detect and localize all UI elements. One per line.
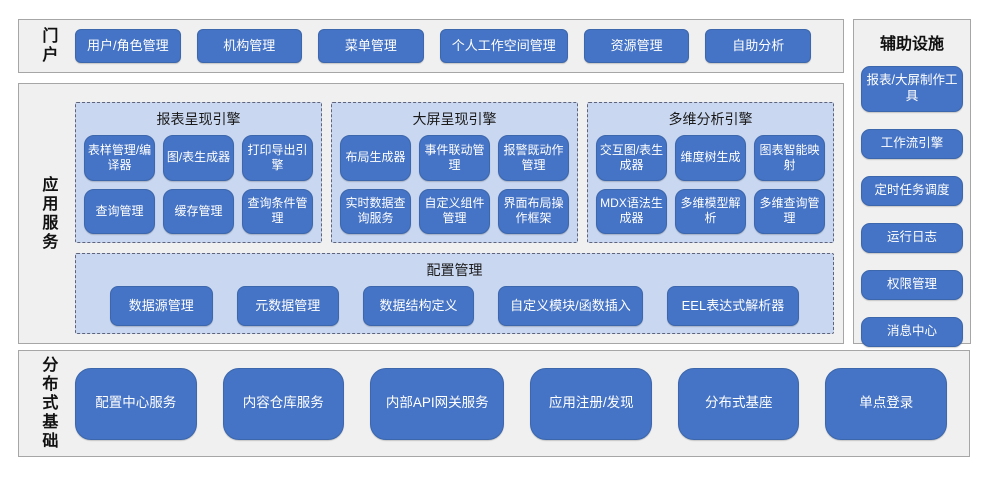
dashboard-item-layout-generator[interactable]: 布局生成器: [340, 135, 411, 181]
config-item-metadata-mgmt[interactable]: 元数据管理: [236, 286, 340, 326]
dashboard-item-event-linkage[interactable]: 事件联动管理: [419, 135, 490, 181]
config-panel: 配置管理 数据源管理 元数据管理 数据结构定义 自定义模块/函数插入 EEL表达…: [75, 253, 834, 334]
report-item-cache-mgmt[interactable]: 缓存管理: [163, 188, 234, 234]
olap-item-interactive-chart[interactable]: 交互图/表生成器: [596, 135, 667, 181]
portal-label: 门户: [39, 27, 57, 65]
foundation-item-app-registry[interactable]: 应用注册/发现: [530, 367, 652, 440]
portal-item-workspace-mgmt[interactable]: 个人工作空间管理: [439, 29, 568, 63]
config-panel-title: 配置管理: [426, 262, 483, 278]
foundation-item-config-center[interactable]: 配置中心服务: [75, 367, 197, 440]
config-item-data-structure[interactable]: 数据结构定义: [363, 286, 475, 326]
engine-panel-olap: 多维分析引擎 交互图/表生成器 维度树生成 图表智能映射 MDX语法生成器 多维…: [587, 102, 834, 243]
aux-facilities-section: 辅助设施 报表/大屏制作工具 工作流引擎 定时任务调度 运行日志 权限管理 消息…: [853, 19, 971, 347]
aux-item-permission-mgmt[interactable]: 权限管理: [861, 270, 963, 300]
aux-item-scheduled-tasks[interactable]: 定时任务调度: [861, 176, 963, 206]
engine-panel-report-title: 报表呈现引擎: [156, 111, 241, 127]
portal-item-menu-mgmt[interactable]: 菜单管理: [318, 29, 424, 63]
dashboard-item-custom-component[interactable]: 自定义组件管理: [419, 188, 490, 234]
olap-item-mdx-generator[interactable]: MDX语法生成器: [596, 188, 667, 234]
engine-panel-dashboard: 大屏呈现引擎 布局生成器 事件联动管理 报警既动作管理 实时数据查询服务 自定义…: [331, 102, 578, 243]
app-services-label: 应用服务: [39, 175, 57, 252]
engine-panels-row: 报表呈现引擎 表样管理/编译器 图/表生成器 打印导出引擎 查询管理 缓存管理 …: [75, 102, 834, 243]
portal-label-column: 门户: [19, 27, 75, 65]
engine-panel-dashboard-title: 大屏呈现引擎: [412, 111, 497, 127]
foundation-section: 分布式基础 配置中心服务 内容仓库服务 内部API网关服务 应用注册/发现 分布…: [18, 350, 970, 457]
portal-item-org-mgmt[interactable]: 机构管理: [196, 29, 303, 63]
portal-item-self-analysis[interactable]: 自助分析: [705, 29, 811, 63]
portal-section: 门户 用户/角色管理 机构管理 菜单管理 个人工作空间管理 资源管理 自助分析: [18, 19, 844, 73]
config-item-eel-parser[interactable]: EEL表达式解析器: [666, 286, 799, 326]
engine-panel-report: 报表呈现引擎 表样管理/编译器 图/表生成器 打印导出引擎 查询管理 缓存管理 …: [75, 102, 322, 243]
config-item-custom-module-function[interactable]: 自定义模块/函数插入: [498, 286, 643, 326]
aux-item-workflow-engine[interactable]: 工作流引擎: [861, 129, 963, 159]
report-item-query-condition[interactable]: 查询条件管理: [242, 188, 313, 234]
portal-item-user-role-mgmt[interactable]: 用户/角色管理: [75, 29, 181, 63]
aux-item-report-dashboard-tool[interactable]: 报表/大屏制作工具: [861, 66, 963, 112]
portal-item-resource-mgmt[interactable]: 资源管理: [583, 29, 690, 63]
dashboard-item-alarm-action[interactable]: 报警既动作管理: [498, 135, 569, 181]
olap-item-smart-chart-mapping[interactable]: 图表智能映射: [754, 135, 825, 181]
report-item-chart-generator[interactable]: 图/表生成器: [163, 135, 234, 181]
aux-item-message-center[interactable]: 消息中心: [861, 317, 963, 347]
foundation-item-content-repo[interactable]: 内容仓库服务: [222, 367, 345, 440]
foundation-label: 分布式基础: [39, 356, 57, 451]
aux-item-run-logs[interactable]: 运行日志: [861, 223, 963, 253]
engine-panel-olap-title: 多维分析引擎: [668, 111, 753, 127]
config-panel-row: 数据源管理 元数据管理 数据结构定义 自定义模块/函数插入 EEL表达式解析器: [84, 286, 825, 326]
foundation-item-internal-api-gateway[interactable]: 内部API网关服务: [370, 367, 505, 440]
foundation-item-distributed-base[interactable]: 分布式基座: [677, 367, 800, 440]
foundation-label-column: 分布式基础: [19, 356, 75, 451]
olap-item-model-parsing[interactable]: 多维模型解析: [675, 188, 746, 234]
dashboard-item-realtime-query[interactable]: 实时数据查询服务: [340, 188, 411, 234]
aux-facilities-title: 辅助设施: [879, 36, 944, 53]
foundation-item-sso[interactable]: 单点登录: [825, 367, 947, 440]
config-item-datasource-mgmt[interactable]: 数据源管理: [110, 286, 213, 326]
report-item-style-compiler[interactable]: 表样管理/编译器: [84, 135, 155, 181]
dashboard-item-ui-layout-framework[interactable]: 界面布局操作框架: [498, 188, 569, 234]
report-item-print-export[interactable]: 打印导出引擎: [242, 135, 313, 181]
engine-panel-report-grid: 表样管理/编译器 图/表生成器 打印导出引擎 查询管理 缓存管理 查询条件管理: [84, 135, 313, 234]
report-item-query-mgmt[interactable]: 查询管理: [84, 188, 155, 234]
engine-panel-dashboard-grid: 布局生成器 事件联动管理 报警既动作管理 实时数据查询服务 自定义组件管理 界面…: [340, 135, 569, 234]
olap-item-dimension-tree[interactable]: 维度树生成: [675, 135, 746, 181]
engine-panel-olap-grid: 交互图/表生成器 维度树生成 图表智能映射 MDX语法生成器 多维模型解析 多维…: [596, 135, 825, 234]
olap-item-query-mgmt[interactable]: 多维查询管理: [754, 188, 825, 234]
app-services-content: 报表呈现引擎 表样管理/编译器 图/表生成器 打印导出引擎 查询管理 缓存管理 …: [75, 84, 843, 343]
app-services-section: 应用服务 报表呈现引擎 表样管理/编译器 图/表生成器 打印导出引擎 查询管理 …: [18, 83, 844, 344]
app-services-label-column: 应用服务: [19, 84, 75, 343]
